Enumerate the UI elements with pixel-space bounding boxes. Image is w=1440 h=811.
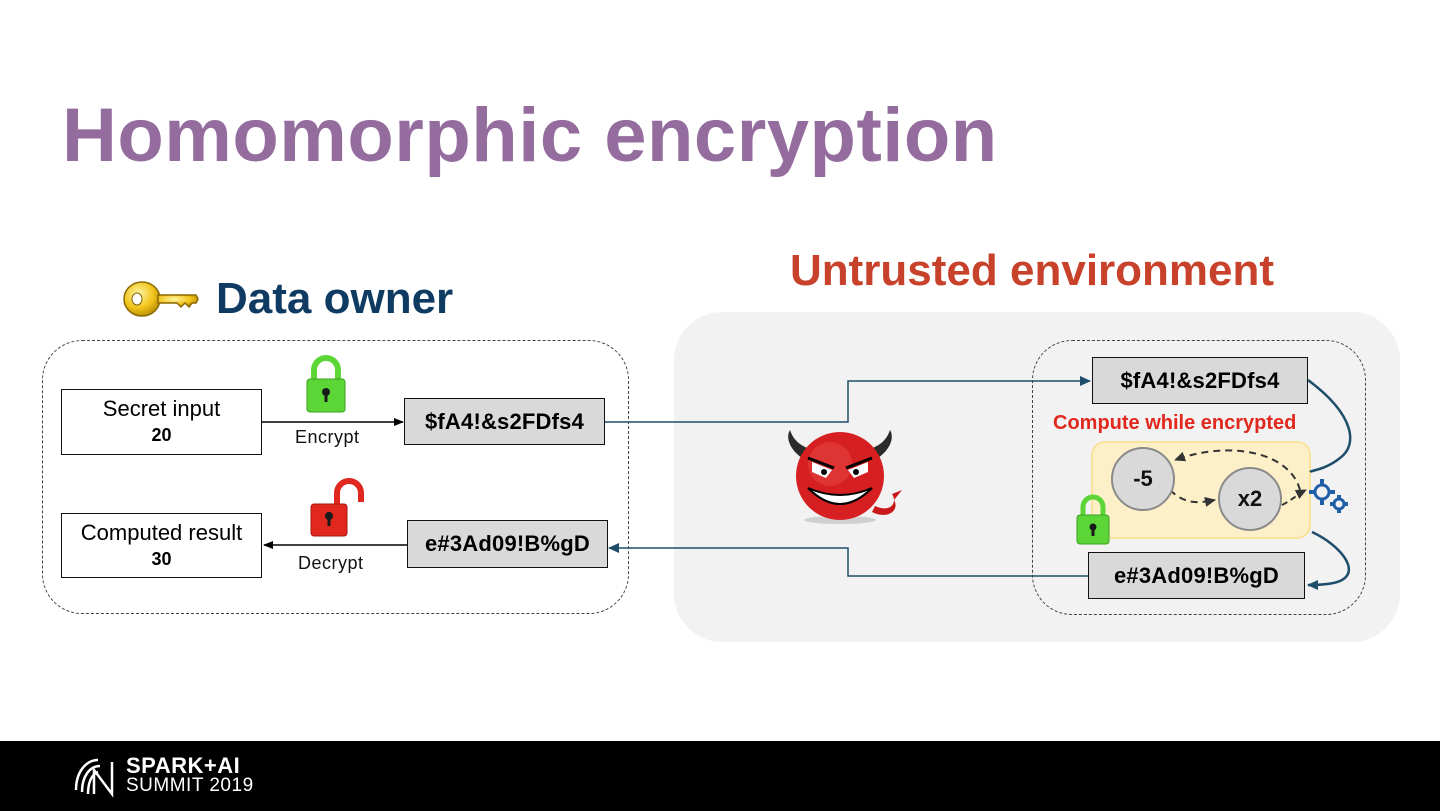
spark-logo-icon — [74, 758, 114, 798]
untrusted-cipher-in-box: $fA4!&s2FDfs4 — [1092, 357, 1308, 404]
send-arrow — [605, 376, 1091, 423]
cipher-out-box: e#3Ad09!B%gD — [407, 520, 608, 568]
lock-open-icon — [310, 478, 364, 537]
computed-result-box: Computed result 30 — [61, 513, 262, 578]
return-arrow — [608, 543, 1088, 577]
devil-icon — [788, 430, 902, 524]
data-owner-container — [42, 340, 629, 614]
cycle-arrow-top — [1174, 449, 1301, 491]
cipher-in-box: $fA4!&s2FDfs4 — [404, 398, 605, 445]
computed-result-label: Computed result — [80, 519, 243, 545]
spark-ai-summit-logo: SPARK+AI SUMMIT 2019 — [72, 754, 254, 798]
secret-input-box: Secret input 20 — [61, 389, 262, 455]
footer-bar — [0, 741, 1440, 811]
cycle-arrow-mid — [1169, 489, 1216, 507]
data-owner-title: Data owner — [216, 274, 454, 323]
op-multiply-circle: x2 — [1218, 467, 1282, 531]
secret-input-value: 20 — [151, 425, 172, 445]
compute-while-encrypted-label: Compute while encrypted — [1053, 412, 1297, 434]
gears-icon — [1309, 479, 1348, 513]
slide-title: Homomorphic encryption — [62, 93, 998, 178]
untrusted-environment-heading: Untrusted environment — [790, 246, 1275, 295]
decrypt-label: Decrypt — [298, 553, 364, 573]
key-icon — [123, 281, 199, 317]
op-subtract-circle: -5 — [1111, 447, 1175, 511]
curve-out-arrow — [1307, 530, 1350, 590]
untrusted-lock-icon — [1076, 494, 1110, 545]
data-owner-heading: Data owner — [122, 274, 453, 324]
lock-closed-icon — [306, 355, 346, 413]
curve-in-arrow — [1307, 378, 1352, 474]
untrusted-cipher-out-box: e#3Ad09!B%gD — [1088, 552, 1305, 599]
compute-container — [1032, 340, 1366, 615]
encrypt-label: Encrypt — [295, 427, 360, 447]
cycle-arrow-right — [1281, 489, 1307, 506]
secret-input-label: Secret input — [102, 396, 221, 421]
logo-line-2: SUMMIT 2019 — [126, 775, 254, 796]
logo-line-1: SPARK+AI — [126, 753, 241, 778]
computed-result-value: 30 — [151, 548, 172, 569]
